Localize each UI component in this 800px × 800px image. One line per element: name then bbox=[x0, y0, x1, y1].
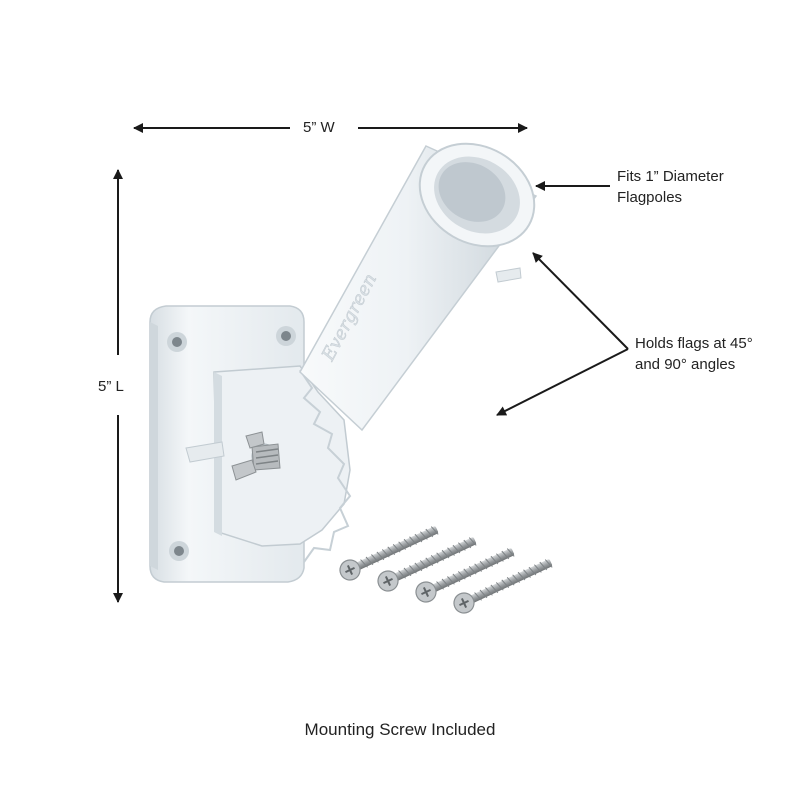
mounting-hole-top-right bbox=[276, 326, 296, 346]
angle-pointer-arrow-lower bbox=[496, 348, 629, 416]
diameter-callout: Fits 1” Diameter Flagpoles bbox=[617, 166, 724, 208]
mounting-screw bbox=[339, 526, 439, 581]
wing-nut-bolt bbox=[231, 431, 281, 481]
caption: Mounting Screw Included bbox=[304, 720, 496, 739]
mounting-screw bbox=[415, 548, 515, 603]
mounting-screw bbox=[377, 537, 477, 592]
mounting-hole-top-left bbox=[167, 332, 187, 352]
pivot-housing bbox=[185, 267, 522, 563]
diameter-callout-line2: Flagpoles bbox=[617, 189, 683, 206]
angles-callout-line1: Holds flags at 45° bbox=[635, 335, 753, 352]
width-dimension-label: 5” W bbox=[303, 119, 335, 136]
angle-pointer-arrow-upper bbox=[532, 252, 629, 350]
angles-callout: Holds flags at 45° and 90° angles bbox=[635, 333, 753, 375]
mounting-screw bbox=[453, 559, 553, 614]
angles-callout-line2: and 90° angles bbox=[635, 356, 736, 373]
mounting-hole-bottom-left bbox=[169, 541, 189, 561]
diameter-callout-line1: Fits 1” Diameter bbox=[617, 168, 724, 185]
length-dimension-label: 5” L bbox=[98, 378, 124, 395]
